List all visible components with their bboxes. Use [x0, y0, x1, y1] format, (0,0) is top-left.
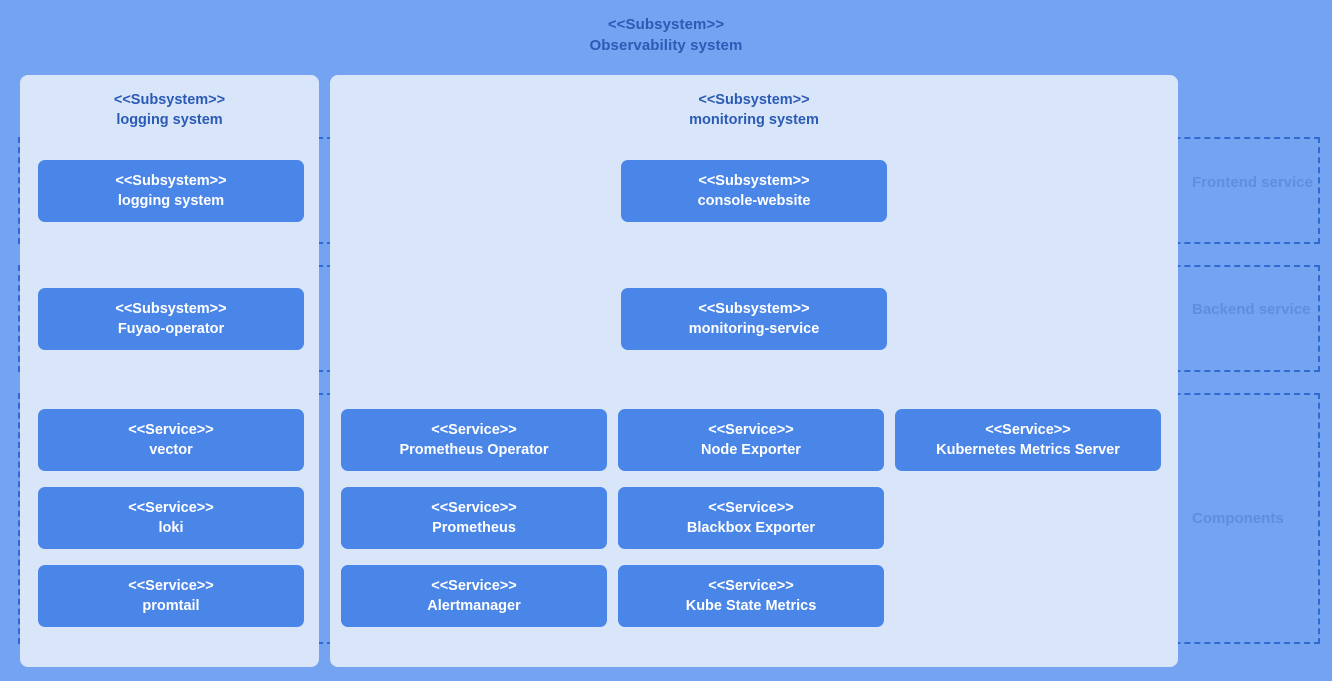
panel-logging-stereotype: <<Subsystem>> [113, 92, 226, 108]
component-row: <<Service>> promtail [38, 565, 319, 627]
node-name: Kubernetes Metrics Server [936, 442, 1120, 458]
node-stereotype: <<Subsystem>> [698, 172, 810, 189]
panel-logging-title: <<Subsystem>> logging system [20, 90, 319, 130]
node-name: promtail [142, 598, 200, 614]
node-name: console-website [697, 192, 811, 209]
page-title-name: Observability system [589, 37, 743, 54]
component-row: <<Service>> Prometheus <<Service>> Black… [341, 487, 1178, 549]
node-alertmanager[interactable]: <<Service>> Alertmanager [341, 565, 607, 627]
node-stereotype: <<Subsystem>> [115, 172, 227, 189]
node-name: vector [149, 442, 193, 458]
monitoring-frontend-row: <<Subsystem>> console-website [330, 137, 1178, 244]
node-stereotype: <<Service>> [128, 578, 214, 594]
node-stereotype: <<Subsystem>> [698, 300, 810, 317]
monitoring-components-row: <<Service>> Prometheus Operator <<Servic… [330, 393, 1178, 644]
node-stereotype: <<Service>> [708, 500, 794, 516]
panel-monitoring-title: <<Subsystem>> monitoring system [330, 90, 1178, 130]
node-name: monitoring-service [688, 320, 820, 337]
panel-logging-name: logging system [116, 112, 223, 128]
node-stereotype: <<Service>> [128, 500, 214, 516]
node-kube-state-metrics[interactable]: <<Service>> Kube State Metrics [618, 565, 884, 627]
row-label-backend: Backend service [1192, 301, 1311, 318]
node-node-exporter[interactable]: <<Service>> Node Exporter [618, 409, 884, 471]
panel-monitoring-system[interactable]: <<Subsystem>> monitoring system <<Subsys… [330, 75, 1178, 667]
node-name: Node Exporter [701, 442, 801, 458]
row-label-components: Components [1192, 510, 1284, 527]
node-loki[interactable]: <<Service>> loki [38, 487, 304, 549]
node-prometheus-operator[interactable]: <<Service>> Prometheus Operator [341, 409, 607, 471]
component-row: <<Service>> Prometheus Operator <<Servic… [341, 409, 1178, 471]
logging-frontend-row: <<Subsystem>> logging system [20, 137, 319, 244]
node-stereotype: <<Service>> [708, 422, 794, 438]
panel-monitoring-name: monitoring system [689, 112, 819, 128]
node-promtail[interactable]: <<Service>> promtail [38, 565, 304, 627]
node-logging-system[interactable]: <<Subsystem>> logging system [38, 159, 304, 222]
panel-logging-system[interactable]: <<Subsystem>> logging system <<Subsystem… [20, 75, 319, 667]
row-label-frontend: Frontend service [1192, 174, 1313, 191]
node-name: Blackbox Exporter [686, 520, 816, 536]
node-stereotype: <<Service>> [431, 578, 517, 594]
panel-monitoring-stereotype: <<Subsystem>> [698, 92, 810, 108]
page-title: <<Subsystem>> Observability system [0, 14, 1332, 56]
node-name: Fuyao-operator [117, 320, 225, 337]
node-stereotype: <<Service>> [431, 500, 517, 516]
node-name: Alertmanager [427, 598, 521, 614]
component-row: <<Service>> vector [38, 409, 319, 471]
node-name: Prometheus Operator [399, 442, 549, 458]
node-stereotype: <<Service>> [985, 422, 1071, 438]
node-fuyao-operator[interactable]: <<Subsystem>> Fuyao-operator [38, 287, 304, 350]
node-stereotype: <<Service>> [708, 578, 794, 594]
node-name: loki [158, 520, 184, 536]
node-stereotype: <<Subsystem>> [115, 300, 227, 317]
node-console-website[interactable]: <<Subsystem>> console-website [621, 159, 887, 222]
node-name: Prometheus [432, 520, 516, 536]
node-stereotype: <<Service>> [128, 422, 214, 438]
node-stereotype: <<Service>> [431, 422, 517, 438]
monitoring-backend-row: <<Subsystem>> monitoring-service [330, 265, 1178, 372]
node-name: Kube State Metrics [685, 598, 817, 614]
component-row: <<Service>> Alertmanager <<Service>> Kub… [341, 565, 1178, 627]
logging-backend-row: <<Subsystem>> Fuyao-operator [20, 265, 319, 372]
node-vector[interactable]: <<Service>> vector [38, 409, 304, 471]
node-kubernetes-metrics-server[interactable]: <<Service>> Kubernetes Metrics Server [895, 409, 1161, 471]
page-title-stereotype: <<Subsystem>> [607, 16, 725, 33]
logging-components-row: <<Service>> vector <<Service>> loki <<Se… [20, 393, 319, 644]
node-name: logging system [117, 192, 225, 209]
node-blackbox-exporter[interactable]: <<Service>> Blackbox Exporter [618, 487, 884, 549]
node-monitoring-service[interactable]: <<Subsystem>> monitoring-service [621, 287, 887, 350]
component-row: <<Service>> loki [38, 487, 319, 549]
node-prometheus[interactable]: <<Service>> Prometheus [341, 487, 607, 549]
